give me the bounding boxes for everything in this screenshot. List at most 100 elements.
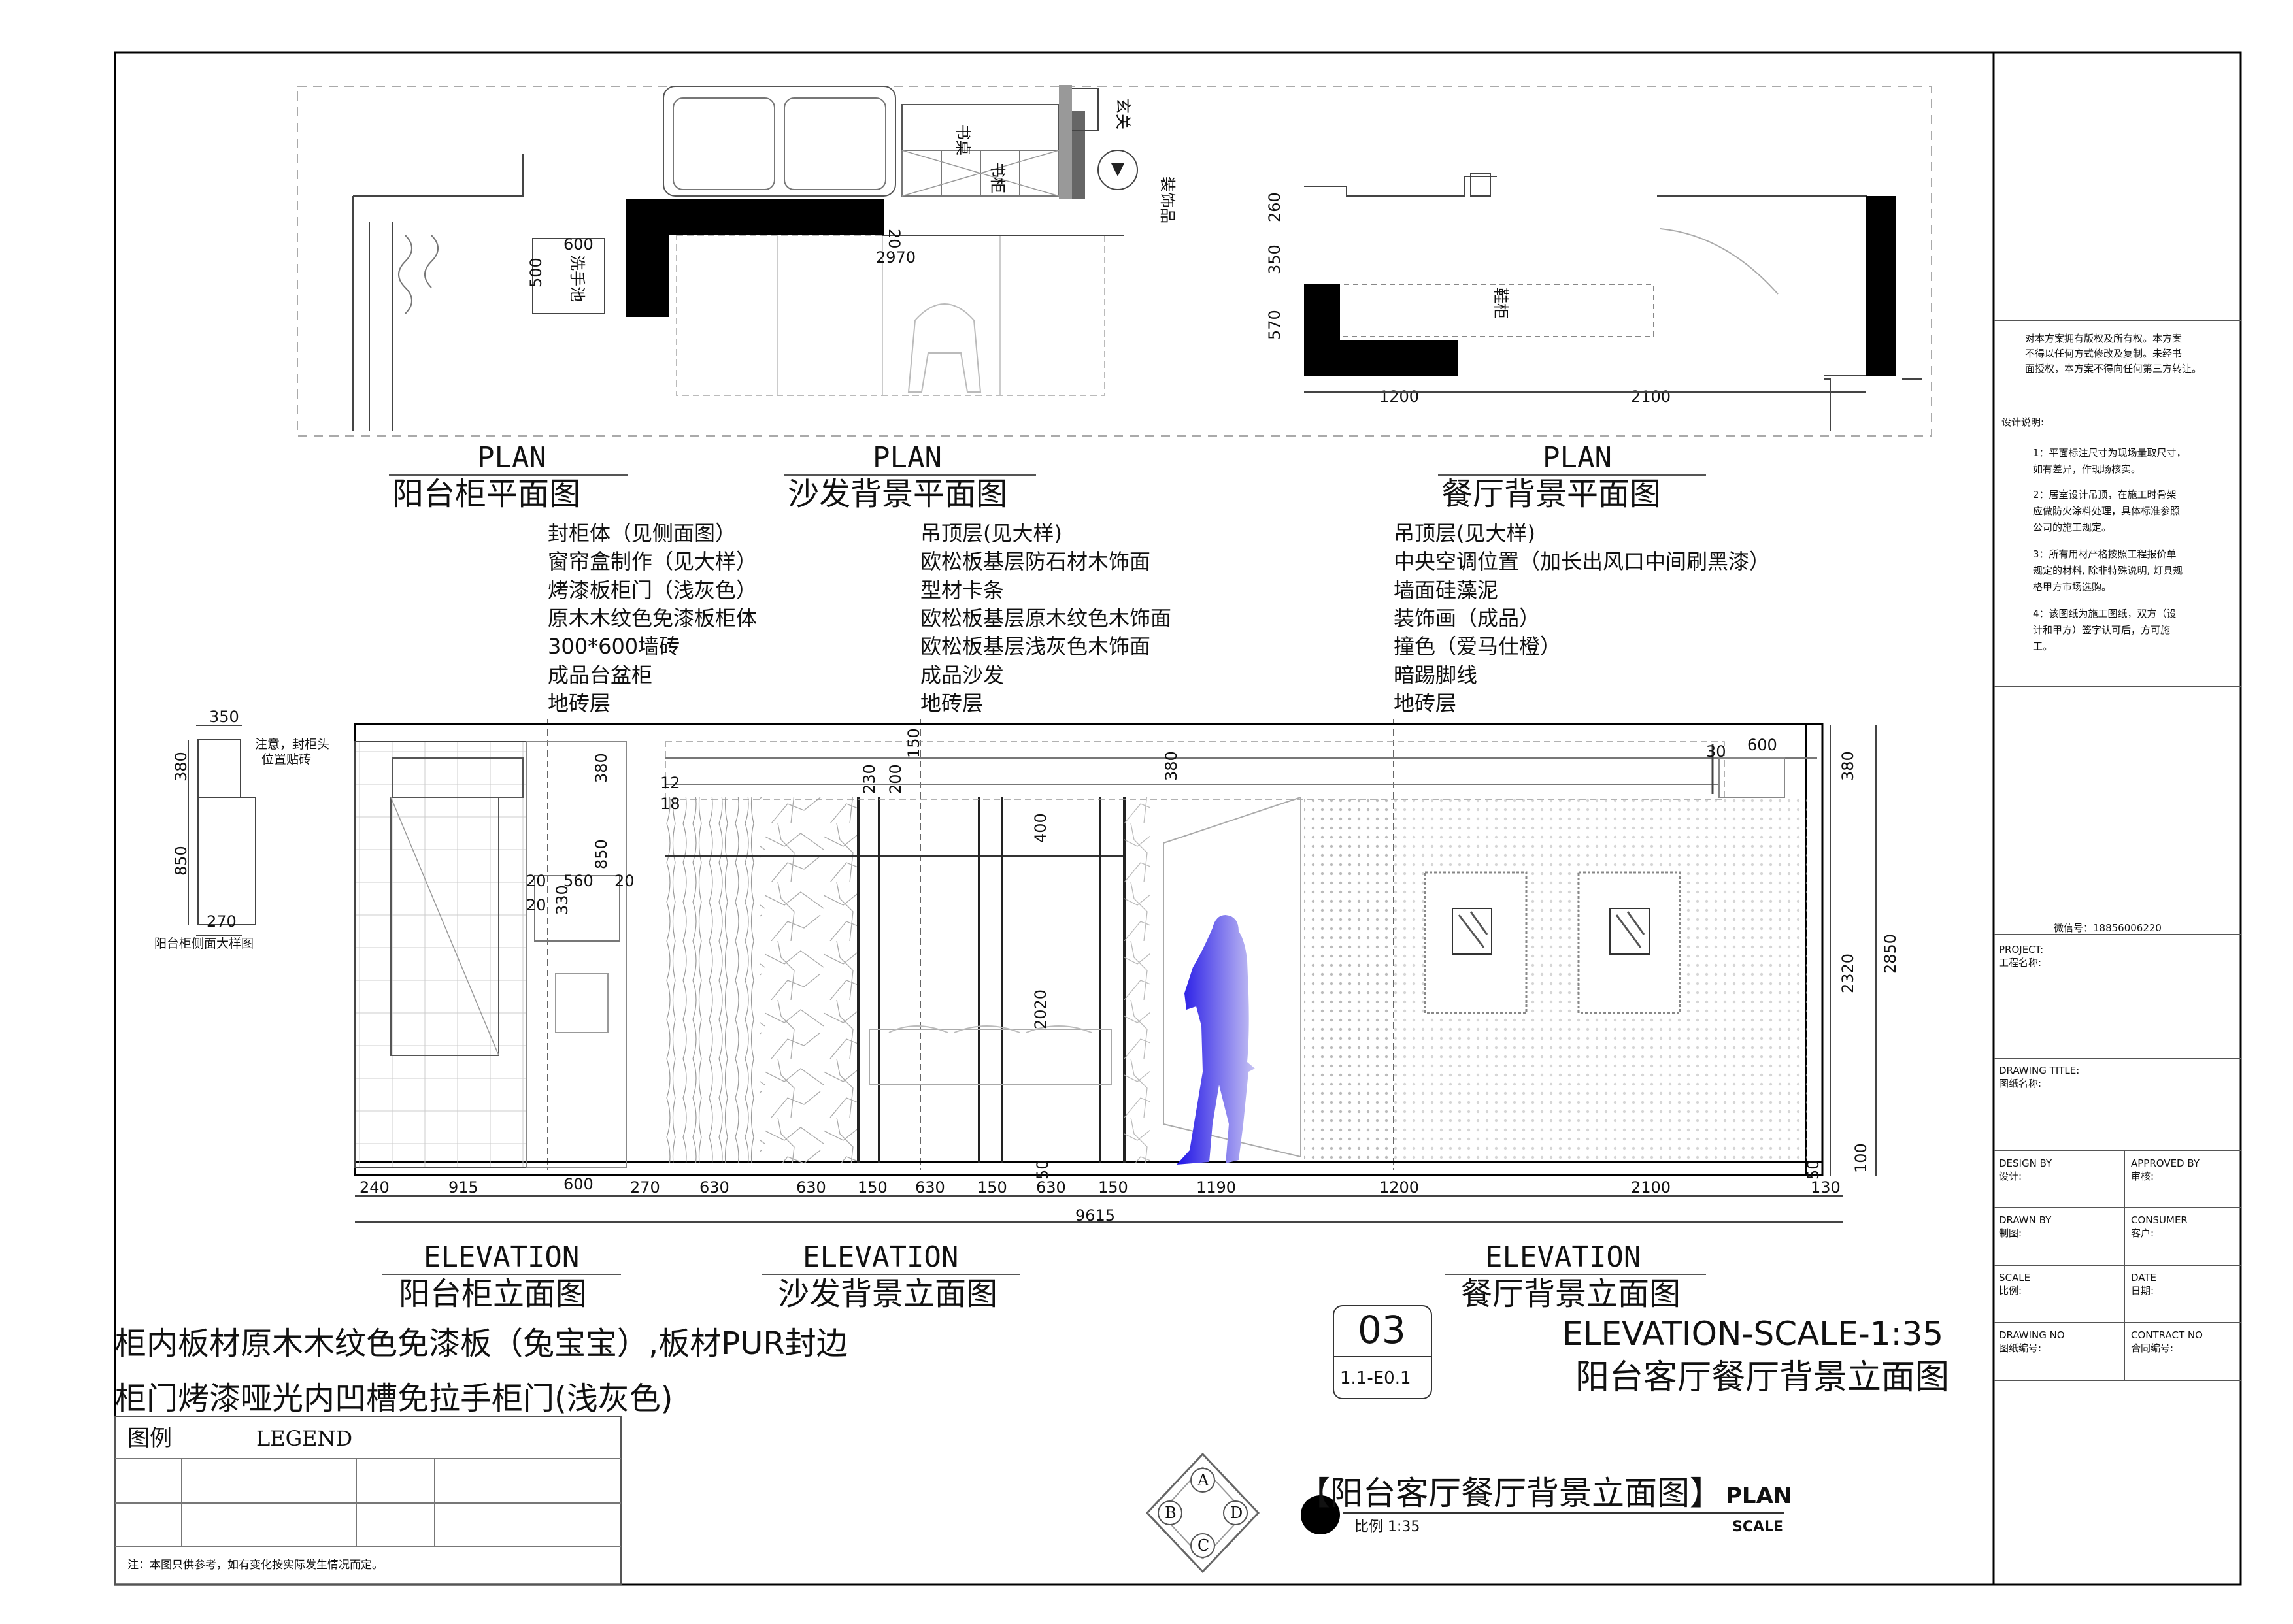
dim-bottom-11: 150 — [1098, 1178, 1128, 1197]
dim-bottom-14: 2100 — [1631, 1178, 1671, 1197]
sofa-plan-title-cn: 沙发背景平面图 — [788, 476, 1007, 512]
dim-bottom-3: 600 — [563, 1175, 594, 1193]
dim-inner-12: 150 — [905, 728, 923, 758]
dim-bottom-1: 240 — [360, 1178, 390, 1197]
bottom-note-1: 柜内板材原木木纹色免漆板（兔宝宝）,板材PUR封边 — [115, 1325, 848, 1362]
dim-bottom-2: 915 — [448, 1178, 478, 1197]
date-cn: 日期: — [2131, 1285, 2154, 1297]
balcony-note-4: 原木木纹色免漆板柜体 — [548, 606, 757, 631]
shoe-cabinet-label: 鞋柜 — [1492, 288, 1510, 319]
dim-right-100: 100 — [1852, 1143, 1870, 1173]
balcony-plan-title-cn: 阳台柜平面图 — [392, 476, 580, 512]
side-detail: 350 380 850 270 注意，封柜头 位置贴砖 阳台柜侧面大样图 — [154, 708, 329, 951]
approved-by-en: APPROVED BY — [2131, 1157, 2200, 1169]
consumer-en: CONSUMER — [2131, 1214, 2188, 1226]
balcony-note-6: 成品台盆柜 — [548, 663, 652, 688]
sofa-elevation-title-en: ELEVATION — [803, 1240, 958, 1274]
dining-wall — [1163, 744, 1807, 1163]
design-note-2c: 公司的施工规定。 — [2033, 522, 2111, 533]
dining-elevation-title-en: ELEVATION — [1485, 1240, 1641, 1274]
sofa-plan: 2970 20 书桌 书柜 玄关 装饰品 — [663, 85, 1177, 396]
sofa-elevation-title-cn: 沙发背景立面图 — [778, 1276, 997, 1312]
dim-bottom-6: 630 — [796, 1178, 826, 1197]
plan-title-en: PLAN — [1726, 1483, 1792, 1509]
entry-label: 玄关 — [1114, 98, 1132, 129]
legend-table: 图例 LEGEND 注：本图只供参考，如有变化按实际发生情况而定。 — [114, 1416, 622, 1585]
wechat-id: 微信号：18856006220 — [2054, 922, 2162, 934]
dim-bottom-5: 630 — [699, 1178, 729, 1197]
legend-title-en: LEGEND — [256, 1426, 352, 1451]
dim-bottom-4: 270 — [630, 1178, 660, 1197]
contract-no-en: CONTRACT NO — [2131, 1329, 2203, 1341]
dining-note-7: 地砖层 — [1394, 691, 1456, 716]
plan-area: 600 500 洗手池 2970 — [297, 85, 1932, 512]
compass-d: D — [1230, 1504, 1243, 1522]
dining-elevation-title-cn: 餐厅背景立面图 — [1461, 1276, 1681, 1312]
sofa-plan-dim-2970: 2970 — [876, 248, 916, 267]
dining-note-5: 撞色（爱马仕橙） — [1394, 634, 1561, 659]
dim-inner-5: 20 — [614, 872, 635, 890]
design-by-cn: 设计: — [1999, 1170, 2022, 1182]
dim-bottom-13: 1200 — [1379, 1178, 1419, 1197]
human-figure — [1177, 915, 1255, 1165]
sofa-note-4: 欧松板基层原木纹色木饰面 — [920, 606, 1171, 631]
side-detail-note-1: 注意，封柜头 — [255, 737, 329, 752]
title-block: 对本方案拥有版权及所有权。本方案 不得以任何方式修改及复制。未经书 面授权，本方… — [1994, 320, 2241, 1381]
design-notes-heading: 设计说明: — [2001, 416, 2044, 428]
elevation-right-dims: 380 2320 2850 100 — [1830, 725, 1900, 1176]
design-by-en: DESIGN BY — [1999, 1157, 2052, 1169]
copyright-line-2: 不得以任何方式修改及复制。未经书 — [2025, 348, 2182, 359]
balcony-plan-dim-600: 600 — [563, 235, 594, 254]
project-label-cn: 工程名称: — [1999, 957, 2041, 969]
balcony-plan: 600 500 洗手池 — [352, 154, 884, 431]
balcony-note-3: 烤漆板柜门（浅灰色） — [548, 578, 757, 603]
balcony-note-5: 300*600墙砖 — [548, 634, 680, 659]
dim-inner-7: 330 — [553, 885, 571, 915]
plan-scale-en: SCALE — [1732, 1519, 1783, 1535]
plan-title-bar: 【阳台客厅餐厅背景立面图】 PLAN 比例 1:35 SCALE — [1297, 1474, 1792, 1535]
bookcase-label: 书柜 — [988, 162, 1007, 193]
sink-label: 洗手池 — [568, 255, 586, 302]
sofa-plan-dim-20: 20 — [885, 229, 903, 249]
dining-plan-dim-2100: 2100 — [1631, 388, 1671, 406]
dining-note-4: 装饰画（成品） — [1394, 606, 1540, 631]
compass-icon: A D C B — [1145, 1452, 1260, 1574]
balcony-note-7: 地砖层 — [548, 691, 611, 716]
dining-note-6: 暗踢脚线 — [1394, 663, 1477, 688]
dim-bottom-9: 150 — [977, 1178, 1007, 1197]
sofa-wall — [665, 741, 1817, 1163]
scale-cn: 比例: — [1999, 1285, 2022, 1297]
plan-scale-cn: 比例 1:35 — [1354, 1519, 1420, 1535]
compass-b: B — [1165, 1504, 1177, 1522]
sofa-note-2: 欧松板基层防石材木饰面 — [920, 549, 1150, 574]
desk-label: 书桌 — [954, 124, 972, 156]
approved-by-cn: 审核: — [2131, 1170, 2154, 1182]
balcony-cabinet — [354, 741, 627, 1168]
dim-inner-15: 380 — [1162, 751, 1180, 781]
side-detail-dim-350: 350 — [209, 708, 239, 726]
drawn-by-en: DRAWN BY — [1999, 1214, 2052, 1226]
elevation-titles: ELEVATION 阳台柜立面图 ELEVATION 沙发背景立面图 ELEVA… — [382, 1240, 1706, 1312]
sofa-note-1: 吊顶层(见大样) — [920, 521, 1062, 546]
deco-label: 装饰品 — [1158, 176, 1177, 224]
side-detail-dim-850: 850 — [172, 846, 190, 876]
dim-inner-1: 380 — [592, 753, 611, 783]
compass-c: C — [1197, 1536, 1209, 1555]
sofa-note-5: 欧松板基层浅灰色木饰面 — [920, 634, 1150, 659]
scale-en: SCALE — [1999, 1272, 2030, 1284]
design-note-3c: 格甲方市场选购。 — [2033, 581, 2111, 593]
outer-border — [114, 51, 2242, 1586]
dim-bottom-8: 630 — [915, 1178, 945, 1197]
dim-inner-4: 560 — [563, 872, 594, 890]
balcony-elevation-title-en: ELEVATION — [424, 1240, 579, 1274]
copyright-line-3: 面授权，本方案不得向任何第三方转让。 — [2025, 363, 2201, 374]
dim-inner-19: 50 — [1804, 1159, 1822, 1180]
drawing-title-label-en: DRAWING TITLE: — [1999, 1065, 2079, 1076]
dim-bottom-10: 630 — [1036, 1178, 1066, 1197]
sofa-notes: 吊顶层(见大样) 欧松板基层防石材木饰面 型材卡条 欧松板基层原木纹色木饰面 欧… — [920, 521, 1171, 716]
design-note-1a: 1：平面标注尺寸为现场量取尺寸， — [2033, 447, 2186, 459]
balcony-note-2: 窗帘盒制作（见大样） — [548, 549, 757, 574]
project-label-en: PROJECT: — [1999, 944, 2043, 955]
dim-right-2850: 2850 — [1881, 934, 1900, 974]
legend-note: 注：本图只供参考，如有变化按实际发生情况而定。 — [127, 1559, 383, 1572]
